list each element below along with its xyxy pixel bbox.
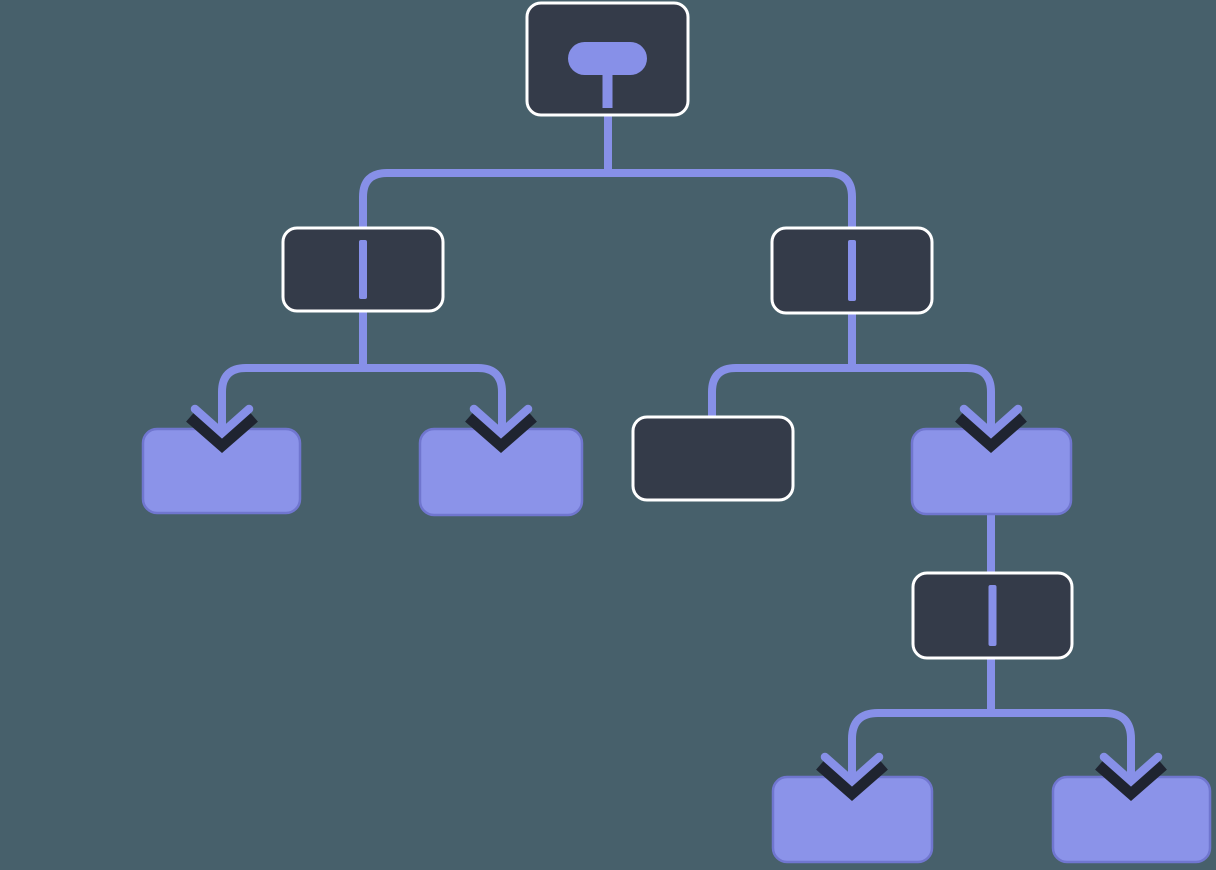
arrowhead-leaf-3-dark-chevron-icon bbox=[816, 758, 888, 801]
connector-bottom-branch bbox=[848, 709, 1135, 778]
arrowhead-leaf-4-purple-chevron-icon bbox=[1099, 752, 1163, 787]
divider-bar-icon bbox=[359, 240, 367, 299]
connector-left-branch bbox=[218, 364, 506, 430]
root-pill-stem-icon bbox=[602, 69, 613, 108]
divider-bar-icon bbox=[988, 585, 997, 646]
arrowhead-leaf-1-dark-chevron-icon bbox=[186, 410, 258, 453]
root-pill-icon bbox=[568, 42, 647, 75]
arrowhead-leaf-2-purple-chevron-icon bbox=[469, 404, 533, 439]
arrowhead-leaf-1-purple-chevron-icon bbox=[190, 404, 254, 439]
divider-bar-icon bbox=[848, 240, 856, 301]
node-child-dark[interactable] bbox=[631, 415, 795, 502]
connector-right-branch bbox=[708, 364, 995, 430]
arrowhead-child-purple-purple-chevron-icon bbox=[959, 404, 1023, 439]
arrowhead-leaf-2-dark-chevron-icon bbox=[465, 410, 537, 453]
arrowhead-leaf-3-purple-chevron-icon bbox=[820, 752, 884, 787]
connector-top-branch bbox=[359, 169, 856, 230]
arrowhead-leaf-4-dark-chevron-icon bbox=[1095, 758, 1167, 801]
arrowhead-child-purple-dark-chevron-icon bbox=[955, 410, 1027, 453]
